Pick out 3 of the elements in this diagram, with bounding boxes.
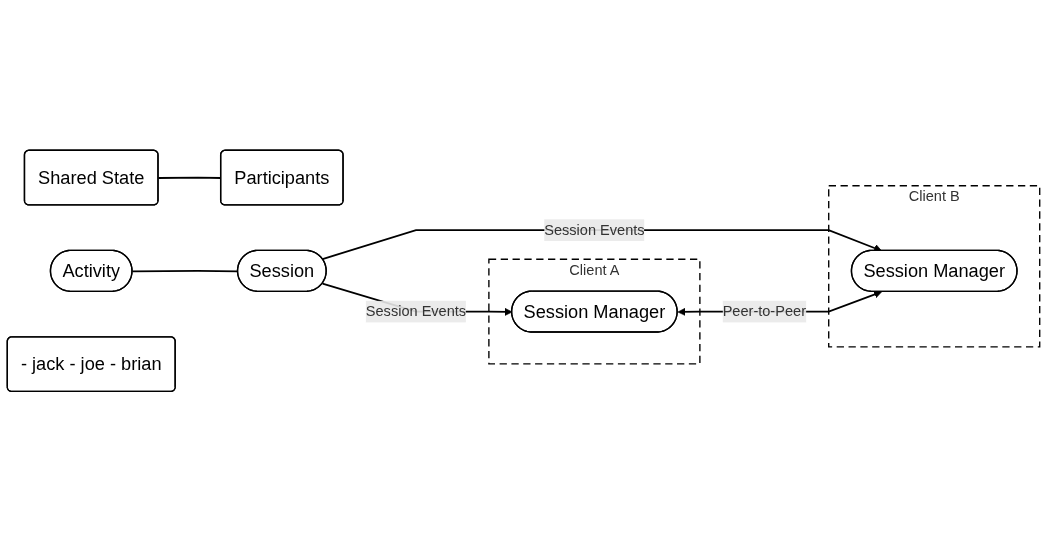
edge-label: Session Events <box>544 221 645 238</box>
edge-label: Peer-to-Peer <box>722 303 806 319</box>
edge-label: Session Events <box>365 303 467 319</box>
